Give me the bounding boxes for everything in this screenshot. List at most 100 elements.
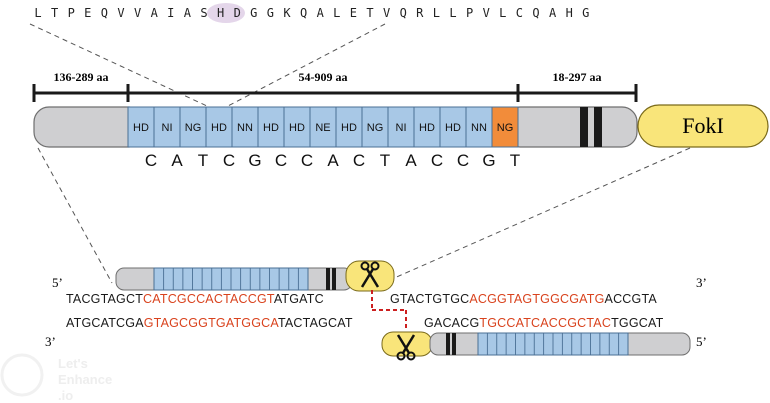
rvd-label: HD [211,122,227,134]
bottom-spacer-right: GACACG [424,316,479,330]
peptide-residue: P [466,6,473,20]
peptide-residue: L [333,6,340,20]
peptide-residue: Q [101,6,108,20]
peptide-residue: A [184,6,192,20]
rvd-label: NE [315,122,330,134]
rvd-box [309,106,337,148]
top-strand-3prime-end: 3’ [696,275,707,290]
peptide-residue: G [250,6,257,20]
bottom-right-binding-site: TGCCATCACCGCTAC [479,316,611,330]
foki-label: FokI [682,113,724,138]
rvd-box [153,106,181,148]
bottom-strand-5prime-end: 5’ [696,334,707,349]
right-foki-domain [381,331,433,357]
nls-mark-1 [580,107,588,147]
top-spacer-left: ATGATC [274,292,324,306]
left-talen-nls-2 [332,268,336,290]
rvd-label: HD [445,122,461,134]
length-brackets [32,84,638,102]
peptide-residue: L [449,6,456,20]
bottom-prefix: ATGCATCGA [66,316,144,330]
left-talen-repeats [153,267,309,291]
rvd-label: HD [341,122,357,134]
scissors-icon-lower [396,334,416,361]
watermark-line1: Let's [58,356,88,371]
peptide-residue: I [167,6,174,20]
rvd-label: NG [497,122,514,134]
peptide-residue: V [134,6,141,20]
top-strand-5prime-end: 5’ [52,275,63,290]
peptide-residue: Q [300,6,307,20]
watermark: Let's Enhance .io [0,353,112,403]
rvd-box [335,106,363,148]
peptide-residue: T [51,6,58,20]
peptide-residue: G [582,6,589,20]
top-spacer-right: GTACTGTGC [390,292,469,306]
target-base: A [171,151,183,170]
peptide-residue: K [283,6,291,20]
peptide-residue: C [516,6,523,20]
rvd-label: HD [133,122,149,134]
rvd-highlight [207,3,245,23]
dna-bottom-strand: ATGCATCGAGTAGCGGTGATGGCATACTAGCAT [66,316,353,330]
peptide-residue: V [117,6,124,20]
rvd-box [465,106,493,148]
watermark-line3: .io [58,388,73,403]
rvd-label: NN [471,122,487,134]
target-base: C [431,151,443,170]
cut-site-marker [371,290,407,330]
target-base: T [510,151,520,170]
target-base: T [198,151,208,170]
rvd-label: NI [162,122,173,134]
dna-top-strand: TACGTAGCTCATCGCCACTACCGTATGATC [66,292,324,306]
peptide-residue: E [350,6,357,20]
scissors-icon [360,261,380,288]
target-base: C [145,151,157,170]
rvd-box [257,106,285,148]
peptide-residue: Q [532,6,539,20]
foki-domain [637,104,769,148]
rvd-box [361,106,389,148]
bottom-spacer-left: TACTAGCAT [278,316,353,330]
c-terminal-length-label: 18-297 aa [553,70,602,84]
rvd-box [205,106,233,148]
peptide-residue: A [549,6,557,20]
peptide-residue: R [416,6,424,20]
peptide-residue: G [267,6,274,20]
top-left-binding-site: CATCGCCACTACCGT [143,292,275,306]
peptide-residue: S [200,6,207,20]
peptide-residue: H [566,6,573,20]
peptide-residue: A [317,6,325,20]
target-base: T [380,151,390,170]
c-terminal-domain [504,106,638,148]
rvd-label: HD [289,122,305,134]
peptide-residue: V [483,6,490,20]
target-base: C [275,151,287,170]
peptide-residue: E [84,6,91,20]
rvd-box [127,106,155,148]
n-terminal-length-label: 136-289 aa [54,70,109,84]
rvd-box [231,106,259,148]
rvd-box [283,106,311,148]
peptide-residue: L [433,6,440,20]
target-base: C [457,151,469,170]
right-talen-nls-2 [452,333,456,355]
top-prefix: TACGTAGCT [66,292,143,306]
target-base: G [248,151,261,170]
rvd-label: NI [396,122,407,134]
bottom-strand-3prime-end: 3’ [45,334,56,349]
top-suffix: ACCGTA [605,292,658,306]
peptide-residue: D [234,6,241,20]
target-base: C [223,151,235,170]
target-base: A [405,151,417,170]
target-base: G [482,151,495,170]
target-base: C [353,151,365,170]
peptide-residue: V [383,6,390,20]
target-base: A [327,151,339,170]
right-talen-nls-1 [446,333,450,355]
peptide-residue: H [217,6,224,20]
peptide-residue: T [366,6,373,20]
left-talen-nls-1 [326,268,330,290]
